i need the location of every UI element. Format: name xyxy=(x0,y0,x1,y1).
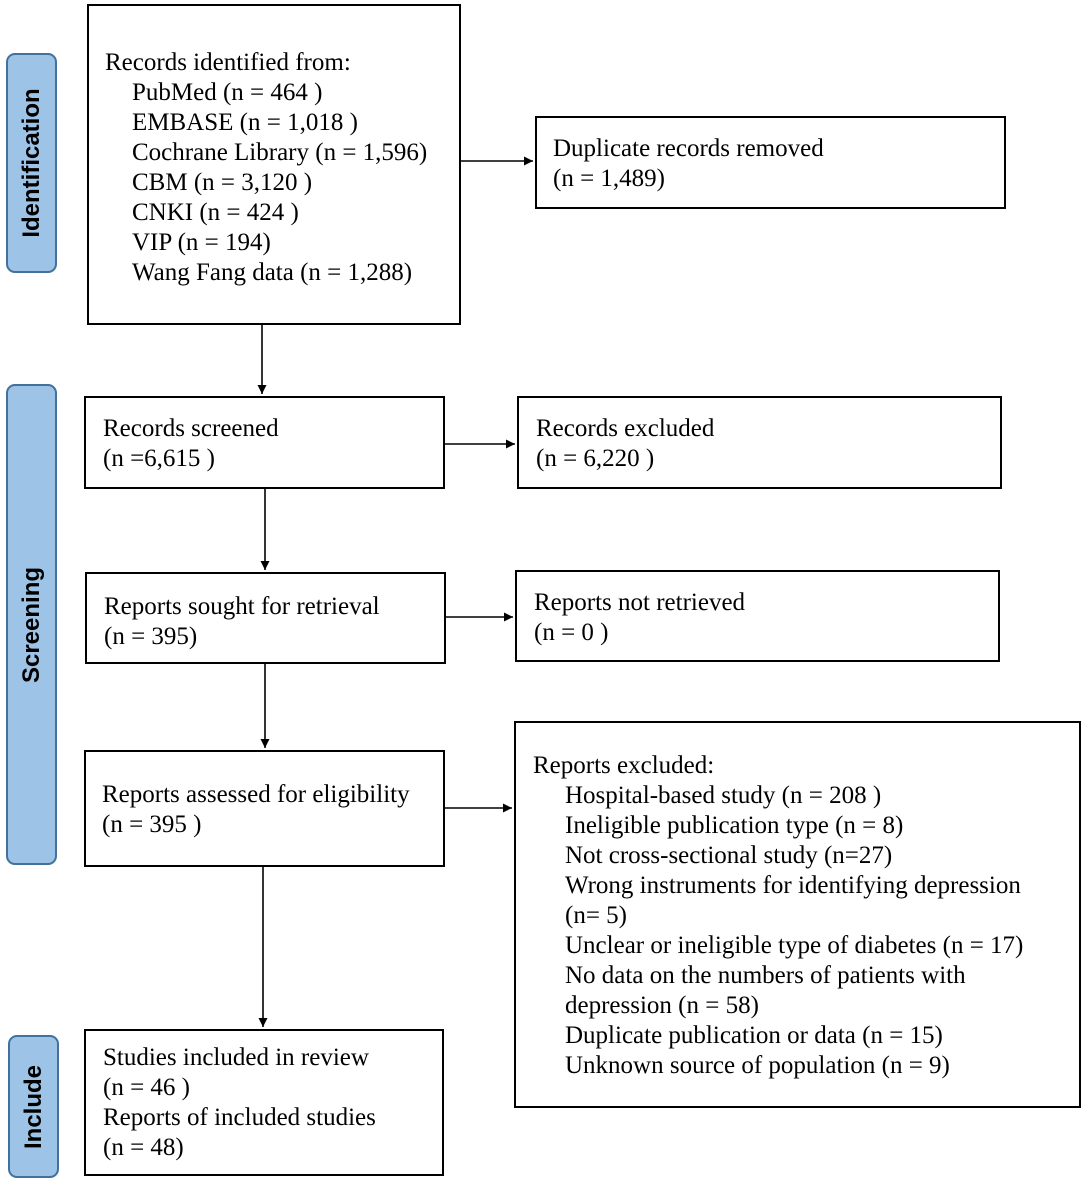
source-cnki: CNKI (n = 424 ) xyxy=(132,199,299,226)
reports-assessed-label: Reports assessed for eligibility xyxy=(102,781,410,808)
source-cochrane: Cochrane Library (n = 1,596) xyxy=(132,139,428,166)
duplicates-removed-label: Duplicate records removed xyxy=(553,135,824,162)
records-screened-label: Records screened xyxy=(103,415,279,442)
reason-unknown-source: Unknown source of population (n = 9) xyxy=(565,1052,950,1079)
reason-duplicate-publication: Duplicate publication or data (n = 15) xyxy=(565,1022,943,1049)
source-wangfang: Wang Fang data (n = 1,288) xyxy=(132,259,413,286)
reports-sought-box: Reports sought for retrieval (n = 395) xyxy=(85,572,446,664)
reason-hospital-based: Hospital-based study (n = 208 ) xyxy=(565,782,882,809)
reports-included-count: (n = 48) xyxy=(103,1134,184,1161)
records-screened-count: (n =6,615 ) xyxy=(103,445,215,472)
reason-no-data: No data on the numbers of patients with xyxy=(565,962,966,989)
reports-not-retrieved-label: Reports not retrieved xyxy=(534,589,746,616)
reports-not-retrieved-count: (n = 0 ) xyxy=(534,619,609,646)
records-excluded-count: (n = 6,220 ) xyxy=(536,445,655,472)
source-embase: EMBASE (n = 1,018 ) xyxy=(132,109,358,136)
records-excluded-box: Records excluded (n = 6,220 ) xyxy=(517,396,1002,489)
phase-include: Include xyxy=(8,1035,59,1178)
reason-no-data-count: depression (n = 58) xyxy=(565,992,759,1019)
records-screened-box: Records screened (n =6,615 ) xyxy=(84,396,445,489)
duplicates-removed-box: Duplicate records removed (n = 1,489) xyxy=(535,116,1006,209)
reason-wrong-instruments: Wrong instruments for identifying depres… xyxy=(565,872,1021,899)
duplicates-removed-count: (n = 1,489) xyxy=(553,165,665,192)
phase-screening: Screening xyxy=(6,384,57,865)
reports-sought-count: (n = 395) xyxy=(104,623,198,650)
reports-assessed-box: Reports assessed for eligibility (n = 39… xyxy=(84,750,445,867)
reason-not-cross-sectional: Not cross-sectional study (n=27) xyxy=(565,842,893,869)
studies-included-box: Studies included in review (n = 46 ) Rep… xyxy=(84,1029,444,1176)
reports-excluded-box: Reports excluded: Hospital-based study (… xyxy=(514,721,1081,1108)
source-cbm: CBM (n = 3,120 ) xyxy=(132,169,313,196)
source-vip: VIP (n = 194) xyxy=(132,229,271,256)
reason-publication-type: Ineligible publication type (n = 8) xyxy=(565,812,904,839)
reason-diabetes-type: Unclear or ineligible type of diabetes (… xyxy=(565,932,1024,959)
reports-not-retrieved-box: Reports not retrieved (n = 0 ) xyxy=(515,570,1000,662)
records-identified-title: Records identified from: xyxy=(105,49,351,76)
reports-excluded-title: Reports excluded: xyxy=(533,752,715,779)
studies-included-label: Studies included in review xyxy=(103,1044,369,1071)
reports-sought-label: Reports sought for retrieval xyxy=(104,593,380,620)
studies-included-count: (n = 46 ) xyxy=(103,1074,190,1101)
reason-wrong-instruments-count: (n= 5) xyxy=(565,902,627,929)
records-excluded-label: Records excluded xyxy=(536,415,715,442)
reports-included-label: Reports of included studies xyxy=(103,1104,376,1131)
records-identified-box: Records identified from: PubMed (n = 464… xyxy=(87,4,461,325)
reports-assessed-count: (n = 395 ) xyxy=(102,811,202,838)
source-pubmed: PubMed (n = 464 ) xyxy=(132,79,323,106)
phase-identification: Identification xyxy=(6,53,57,273)
